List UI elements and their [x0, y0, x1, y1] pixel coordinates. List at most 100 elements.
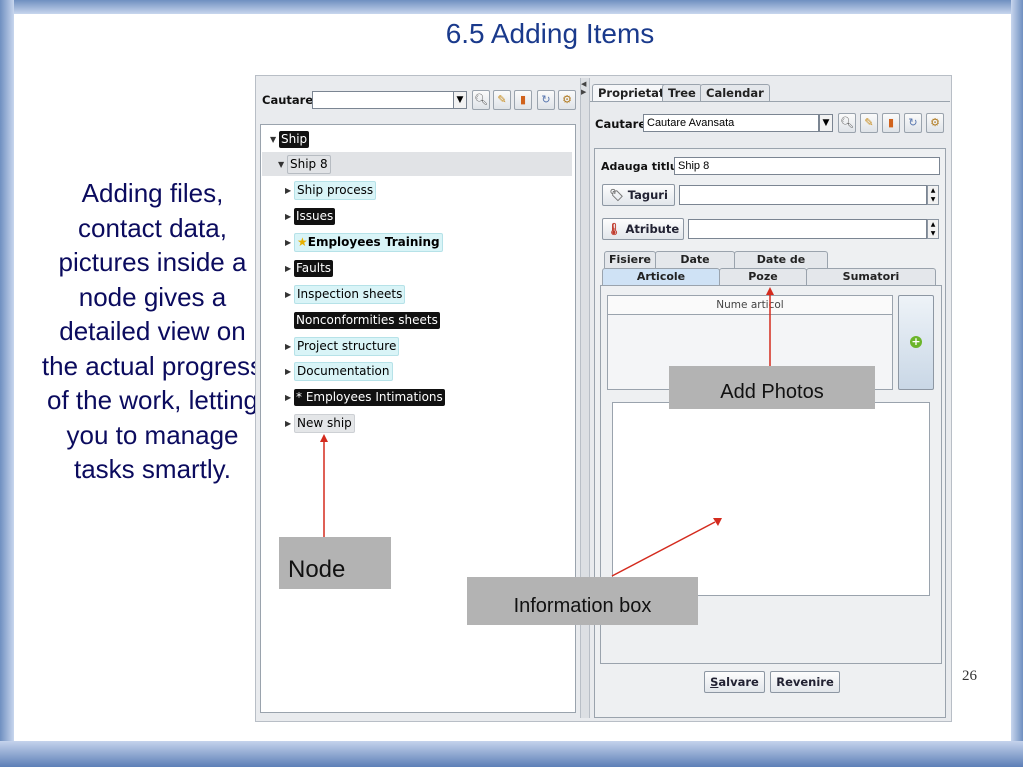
- left-delete-button[interactable]: ▮: [514, 90, 532, 110]
- tree-node-label: Employees Training: [307, 235, 440, 249]
- collapse-triangle-icon: ▶: [285, 237, 292, 247]
- tab-fisiere[interactable]: Fisiere: [604, 251, 656, 268]
- slide-title: 6.5 Adding Items: [445, 18, 655, 49]
- tree-node-label: Ship process: [294, 181, 377, 200]
- collapse-triangle-icon: ▶: [285, 341, 292, 351]
- page-number: 26: [962, 668, 977, 684]
- tags-button[interactable]: 🏷︎ Taguri: [602, 184, 675, 206]
- right-search-dropdown-button[interactable]: ▼: [819, 114, 833, 132]
- save-button-label: alvare: [718, 675, 759, 689]
- tree-node-label: Faults: [294, 260, 334, 277]
- trash-icon: ▮: [519, 93, 527, 106]
- tree-node-employees-intimations[interactable]: ▶* Employees Intimations: [285, 387, 445, 407]
- collapse-triangle-icon: ▶: [285, 211, 292, 221]
- attributes-button-label: Atribute: [625, 222, 680, 236]
- slide-frame-left: [0, 0, 14, 767]
- attributes-button[interactable]: 🌡︎ Atribute: [602, 218, 684, 240]
- spin-up-icon: ▲: [930, 187, 936, 194]
- left-settings-button[interactable]: ⚙: [558, 90, 576, 110]
- attributes-input[interactable]: [688, 219, 927, 239]
- right-search-input[interactable]: [643, 114, 819, 132]
- save-mnemonic: S: [710, 675, 719, 689]
- tab-calendar[interactable]: Calendar: [700, 84, 770, 102]
- table-header-nume-articol[interactable]: Nume articol: [608, 296, 892, 315]
- left-search-button[interactable]: 🔍︎: [472, 90, 490, 110]
- tab-date-de-contact[interactable]: Date de contact: [734, 251, 828, 282]
- add-photos-arrow-head: [766, 287, 774, 295]
- spin-down-icon: ▼: [930, 196, 936, 203]
- collapse-triangle-icon: ▶: [285, 418, 292, 428]
- refresh-icon: ↻: [541, 93, 551, 106]
- collapse-triangle-icon: ▶: [285, 366, 292, 376]
- chevron-down-icon: ▼: [456, 95, 464, 105]
- tab-proprietati[interactable]: Proprietati: [592, 84, 675, 102]
- tree-node-ship-8[interactable]: ▼Ship 8: [278, 154, 331, 174]
- pencil-icon: ✎: [864, 116, 874, 129]
- tree-node-ship-process[interactable]: ▶Ship process: [285, 180, 377, 200]
- collapse-triangle-icon: ▶: [285, 185, 292, 195]
- tags-spinner[interactable]: ▲▼: [927, 185, 939, 205]
- left-edit-button[interactable]: ✎: [493, 90, 511, 110]
- tree-node-label: New ship: [294, 414, 355, 433]
- gear-icon: ⚙: [562, 93, 572, 106]
- right-refresh-button[interactable]: ↻: [904, 113, 922, 133]
- information-box-arrow-head: [713, 518, 722, 526]
- plus-circle-icon: +: [910, 335, 922, 348]
- tree-node-label: Ship: [279, 131, 310, 148]
- right-delete-button[interactable]: ▮: [882, 113, 900, 133]
- magnifier-icon: 🔍︎: [474, 93, 488, 106]
- tree-node-nonconformities-sheets[interactable]: Nonconformities sheets: [285, 310, 440, 330]
- right-search-button[interactable]: 🔍︎: [838, 113, 856, 133]
- chevron-down-icon: ▼: [822, 118, 830, 128]
- revert-button[interactable]: Revenire: [770, 671, 840, 693]
- tree-node-project-structure[interactable]: ▶Project structure: [285, 336, 400, 356]
- panel-splitter[interactable]: ◀▶: [580, 78, 590, 718]
- tree-node-label: Issues: [294, 208, 336, 225]
- pencil-icon: ✎: [497, 93, 507, 106]
- tab-poze[interactable]: Poze: [719, 268, 807, 285]
- tab-articole[interactable]: Articole: [602, 268, 720, 285]
- collapse-triangle-icon: ▶: [285, 263, 292, 273]
- tab-sumatori[interactable]: Sumatori: [806, 268, 936, 285]
- star-icon: ★: [297, 235, 308, 249]
- tree-node-inspection-sheets[interactable]: ▶Inspection sheets: [285, 284, 406, 304]
- expand-triangle-icon: ▼: [278, 159, 285, 169]
- tags-input[interactable]: [679, 185, 927, 205]
- left-search-input[interactable]: [312, 91, 454, 109]
- attributes-spinner[interactable]: ▲▼: [927, 219, 939, 239]
- information-box[interactable]: [612, 402, 930, 596]
- node-annotation: Node: [279, 537, 391, 589]
- right-search-label: Cautare:: [595, 117, 651, 131]
- tree-node-issues[interactable]: ▶Issues: [285, 206, 336, 226]
- tree-node-new-ship[interactable]: ▶New ship: [285, 413, 355, 433]
- right-edit-button[interactable]: ✎: [860, 113, 878, 133]
- splitter-arrows-icon: ◀▶: [581, 80, 587, 96]
- tag-icon: 🏷︎: [609, 188, 624, 202]
- title-input[interactable]: [674, 157, 940, 175]
- tree-node-label: Ship 8: [287, 155, 331, 174]
- tree-node-documentation[interactable]: ▶Documentation: [285, 361, 393, 381]
- collapse-triangle-icon: ▶: [285, 289, 292, 299]
- add-article-button[interactable]: +: [898, 295, 934, 390]
- expand-triangle-icon: ▼: [270, 134, 277, 144]
- tree-node-employees-training[interactable]: ▶ ★Employees Training: [285, 232, 443, 252]
- slide-frame-right: [1011, 0, 1023, 767]
- save-button[interactable]: Salvare: [704, 671, 765, 693]
- tree-node-label: Project structure: [294, 337, 400, 356]
- node-arrow-head: [320, 434, 328, 442]
- information-box-annotation: Information box: [467, 577, 698, 625]
- magnifier-icon: 🔍︎: [840, 116, 854, 129]
- slide-frame-top: [0, 0, 1023, 14]
- left-search-dropdown-button[interactable]: ▼: [453, 91, 467, 109]
- thermometer-icon: 🌡︎: [606, 222, 622, 236]
- tree-node-label: Inspection sheets: [294, 285, 406, 304]
- information-box-arrow-line: [611, 521, 716, 577]
- tree-node-faults[interactable]: ▶Faults: [285, 258, 334, 278]
- collapse-triangle-icon: ▶: [285, 392, 292, 402]
- slide-frame-bottom: [0, 741, 1023, 767]
- tree-node-ship[interactable]: ▼Ship: [270, 129, 310, 149]
- tree-node-label: Nonconformities sheets: [294, 312, 440, 329]
- tab-strip-border: [590, 101, 950, 102]
- left-refresh-button[interactable]: ↻: [537, 90, 555, 110]
- right-settings-button[interactable]: ⚙: [926, 113, 944, 133]
